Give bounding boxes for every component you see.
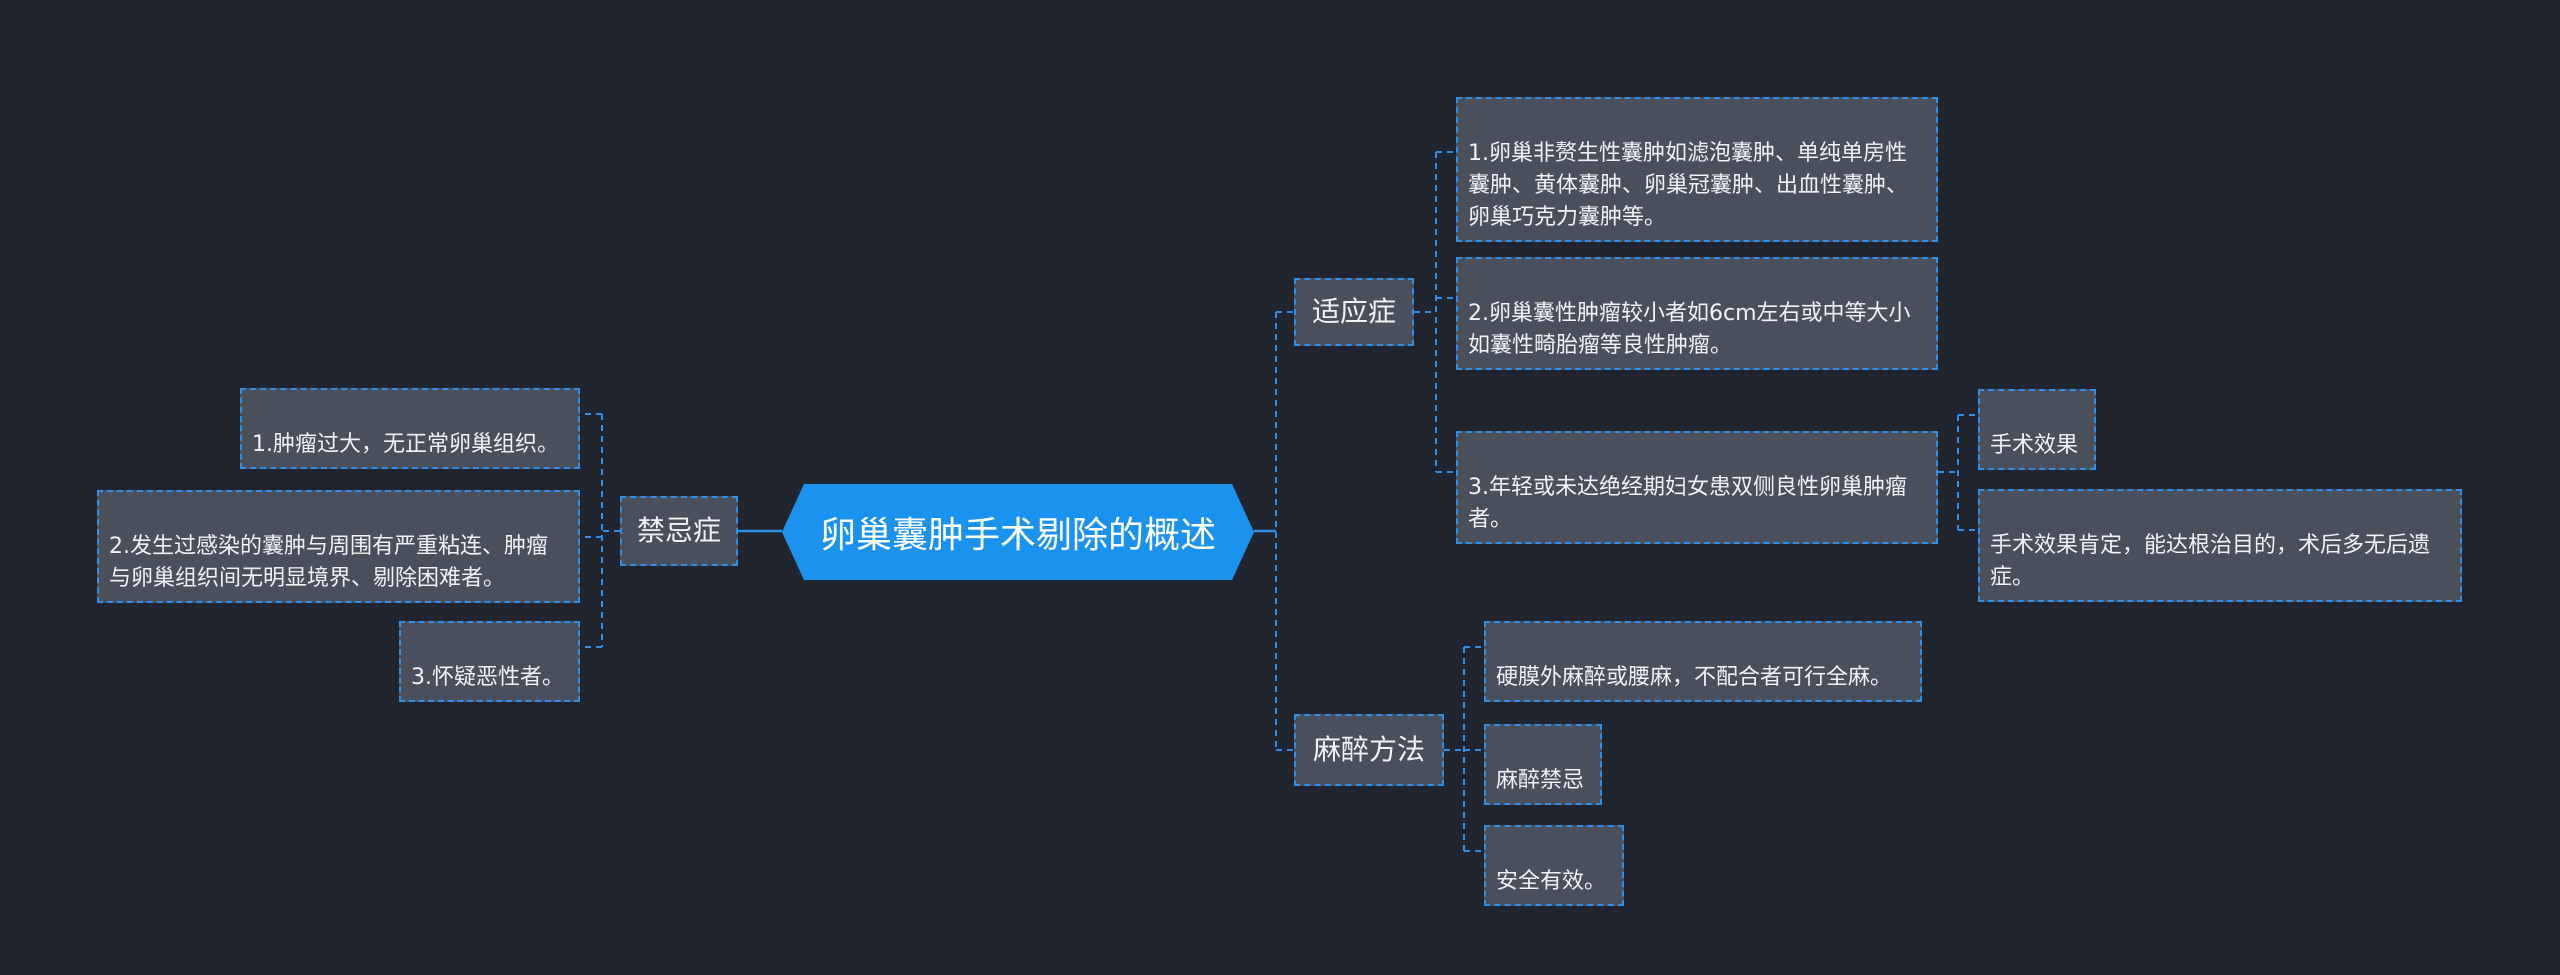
anesthesia-item-2[interactable]: 麻醉禁忌 bbox=[1484, 724, 1602, 805]
branch-anesthesia-label: 麻醉方法 bbox=[1312, 732, 1425, 766]
anesthesia-item-1[interactable]: 硬膜外麻醉或腰麻，不配合者可行全麻。 bbox=[1484, 621, 1922, 702]
contraindication-item-2[interactable]: 2.发生过感染的囊肿与周围有严重粘连、肿瘤 与卵巢组织间无明显境界、剔除困难者。 bbox=[97, 490, 580, 603]
indication-item-3[interactable]: 3.年轻或未达绝经期妇女患双侧良性卵巢肿瘤 者。 bbox=[1456, 431, 1938, 544]
indication-item-1[interactable]: 1.卵巢非赘生性囊肿如滤泡囊肿、单纯单房性 囊肿、黄体囊肿、卵巢冠囊肿、出血性囊… bbox=[1456, 97, 1938, 242]
indication-item-2[interactable]: 2.卵巢囊性肿瘤较小者如6cm左右或中等大小 如囊性畸胎瘤等良性肿瘤。 bbox=[1456, 257, 1938, 370]
branch-contraindications-label: 禁忌症 bbox=[636, 513, 721, 547]
anesthesia-item-3[interactable]: 安全有效。 bbox=[1484, 825, 1624, 906]
branch-indications-label: 适应症 bbox=[1311, 294, 1396, 328]
indication-sub-surgical-effect[interactable]: 手术效果 bbox=[1978, 389, 2096, 470]
contraindication-item-3[interactable]: 3.怀疑恶性者。 bbox=[399, 621, 580, 702]
branch-contraindications[interactable]: 禁忌症 bbox=[620, 496, 738, 566]
branch-anesthesia[interactable]: 麻醉方法 bbox=[1294, 714, 1444, 786]
contraindication-item-1[interactable]: 1.肿瘤过大，无正常卵巢组织。 bbox=[240, 388, 580, 469]
root-topic[interactable]: 卵巢囊肿手术剔除的概述 bbox=[782, 484, 1254, 580]
indication-sub-effect-detail[interactable]: 手术效果肯定，能达根治目的，术后多无后遗 症。 bbox=[1978, 489, 2462, 602]
branch-indications[interactable]: 适应症 bbox=[1294, 278, 1414, 346]
root-topic-label: 卵巢囊肿手术剔除的概述 bbox=[819, 515, 1216, 556]
